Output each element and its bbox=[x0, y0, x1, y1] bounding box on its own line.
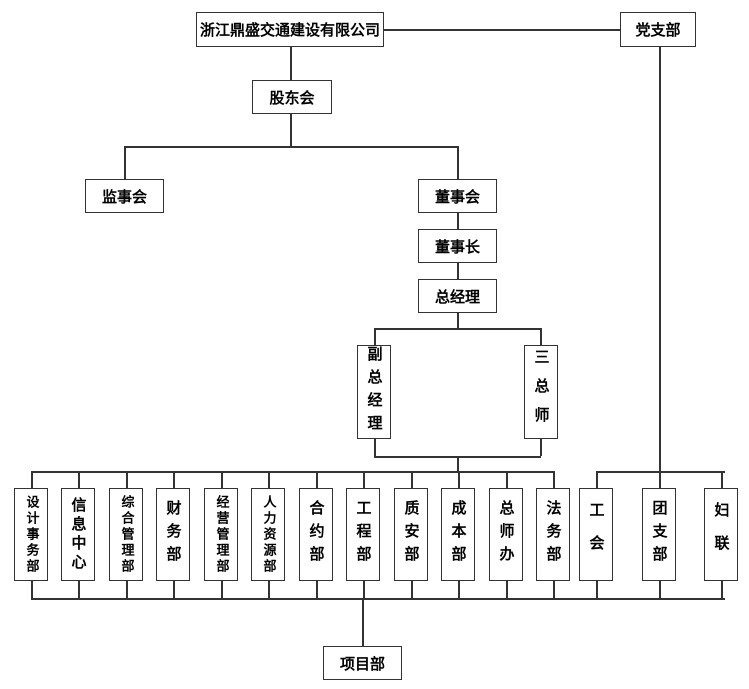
company-box: 浙江鼎盛交通建设有限公司 bbox=[196, 12, 384, 47]
dept-connector-top bbox=[553, 471, 555, 488]
dept-connector-bottom bbox=[458, 581, 460, 598]
three-chief-engineers-box: 三总师 bbox=[524, 345, 558, 439]
department-box: 综合管理部 bbox=[109, 488, 143, 581]
connector-company-shareholders bbox=[290, 47, 292, 80]
party-org-box: 妇联 bbox=[704, 488, 738, 581]
dept-connector-top bbox=[316, 471, 318, 488]
connector-to-project bbox=[362, 598, 364, 647]
connector-gm-down bbox=[457, 313, 459, 328]
department-box: 设计事务部 bbox=[14, 488, 48, 581]
dept-connector-bottom bbox=[316, 581, 318, 598]
deputy-general-manager-box: 副总经理 bbox=[357, 345, 391, 439]
connector-to-departments bbox=[457, 456, 459, 472]
dept-connector-bottom bbox=[553, 581, 555, 598]
dept-connector-top bbox=[31, 471, 33, 488]
dept-connector-top bbox=[173, 471, 175, 488]
connector-to-deputy bbox=[374, 328, 376, 345]
connector-chief-down bbox=[540, 439, 542, 456]
party-org-box: 团支部 bbox=[642, 488, 676, 581]
department-box: 法务部 bbox=[536, 488, 570, 581]
dept-connector-top bbox=[411, 471, 413, 488]
connector-to-board bbox=[457, 146, 459, 179]
party-orgs-top-bus bbox=[596, 471, 725, 473]
dept-connector-top bbox=[221, 471, 223, 488]
general-manager-box: 总经理 bbox=[418, 279, 497, 313]
departments-bottom-bus bbox=[31, 598, 725, 600]
department-box: 人力资源部 bbox=[251, 488, 285, 581]
connector-to-supervisory bbox=[124, 146, 126, 179]
department-box: 成本部 bbox=[441, 488, 475, 581]
dept-connector-top bbox=[458, 471, 460, 488]
dept-connector-bottom bbox=[173, 581, 175, 598]
department-box: 工程部 bbox=[346, 488, 380, 581]
department-box: 财务部 bbox=[156, 488, 190, 581]
connector-shareholders-down bbox=[290, 114, 292, 147]
connector-to-chief-engineers bbox=[540, 328, 542, 345]
department-box: 信息中心 bbox=[61, 488, 95, 581]
dept-connector-bottom bbox=[363, 581, 365, 598]
dept-connector-bottom bbox=[78, 581, 80, 598]
connector-gm-branch bbox=[374, 328, 541, 330]
supervisory-board-box: 监事会 bbox=[85, 179, 164, 213]
dept-connector-bottom bbox=[411, 581, 413, 598]
connector-chairman-gm bbox=[457, 263, 459, 279]
party-org-box: 工会 bbox=[579, 488, 613, 581]
dept-connector-top bbox=[506, 471, 508, 488]
dept-connector-bottom bbox=[126, 581, 128, 598]
party-org-connector-bottom bbox=[659, 581, 661, 598]
departments-top-bus bbox=[31, 471, 555, 473]
project-department-box: 项目部 bbox=[323, 646, 402, 680]
dept-connector-top bbox=[268, 471, 270, 488]
connector-party-down bbox=[659, 47, 661, 471]
dept-connector-top bbox=[363, 471, 365, 488]
party-org-connector-bottom bbox=[721, 581, 723, 598]
dept-connector-bottom bbox=[506, 581, 508, 598]
department-box: 合约部 bbox=[299, 488, 333, 581]
party-branch-box: 党支部 bbox=[620, 12, 696, 47]
chairman-box: 董事长 bbox=[418, 229, 497, 263]
dept-connector-bottom bbox=[31, 581, 33, 598]
party-org-connector-top bbox=[721, 471, 723, 488]
dept-connector-top bbox=[126, 471, 128, 488]
party-org-connector-bottom bbox=[596, 581, 598, 598]
department-box: 总师办 bbox=[489, 488, 523, 581]
party-org-connector-top bbox=[596, 471, 598, 488]
dept-connector-bottom bbox=[221, 581, 223, 598]
dept-connector-bottom bbox=[268, 581, 270, 598]
dept-connector-top bbox=[78, 471, 80, 488]
connector-company-party bbox=[384, 29, 620, 31]
department-box: 经营管理部 bbox=[204, 488, 238, 581]
connector-deputy-down bbox=[374, 439, 376, 456]
board-of-directors-box: 董事会 bbox=[418, 179, 497, 213]
party-org-connector-top bbox=[659, 471, 661, 488]
connector-shareholders-branch bbox=[124, 146, 458, 148]
connector-board-chairman bbox=[457, 213, 459, 229]
department-box: 质安部 bbox=[394, 488, 428, 581]
shareholders-meeting-box: 股东会 bbox=[252, 80, 332, 114]
